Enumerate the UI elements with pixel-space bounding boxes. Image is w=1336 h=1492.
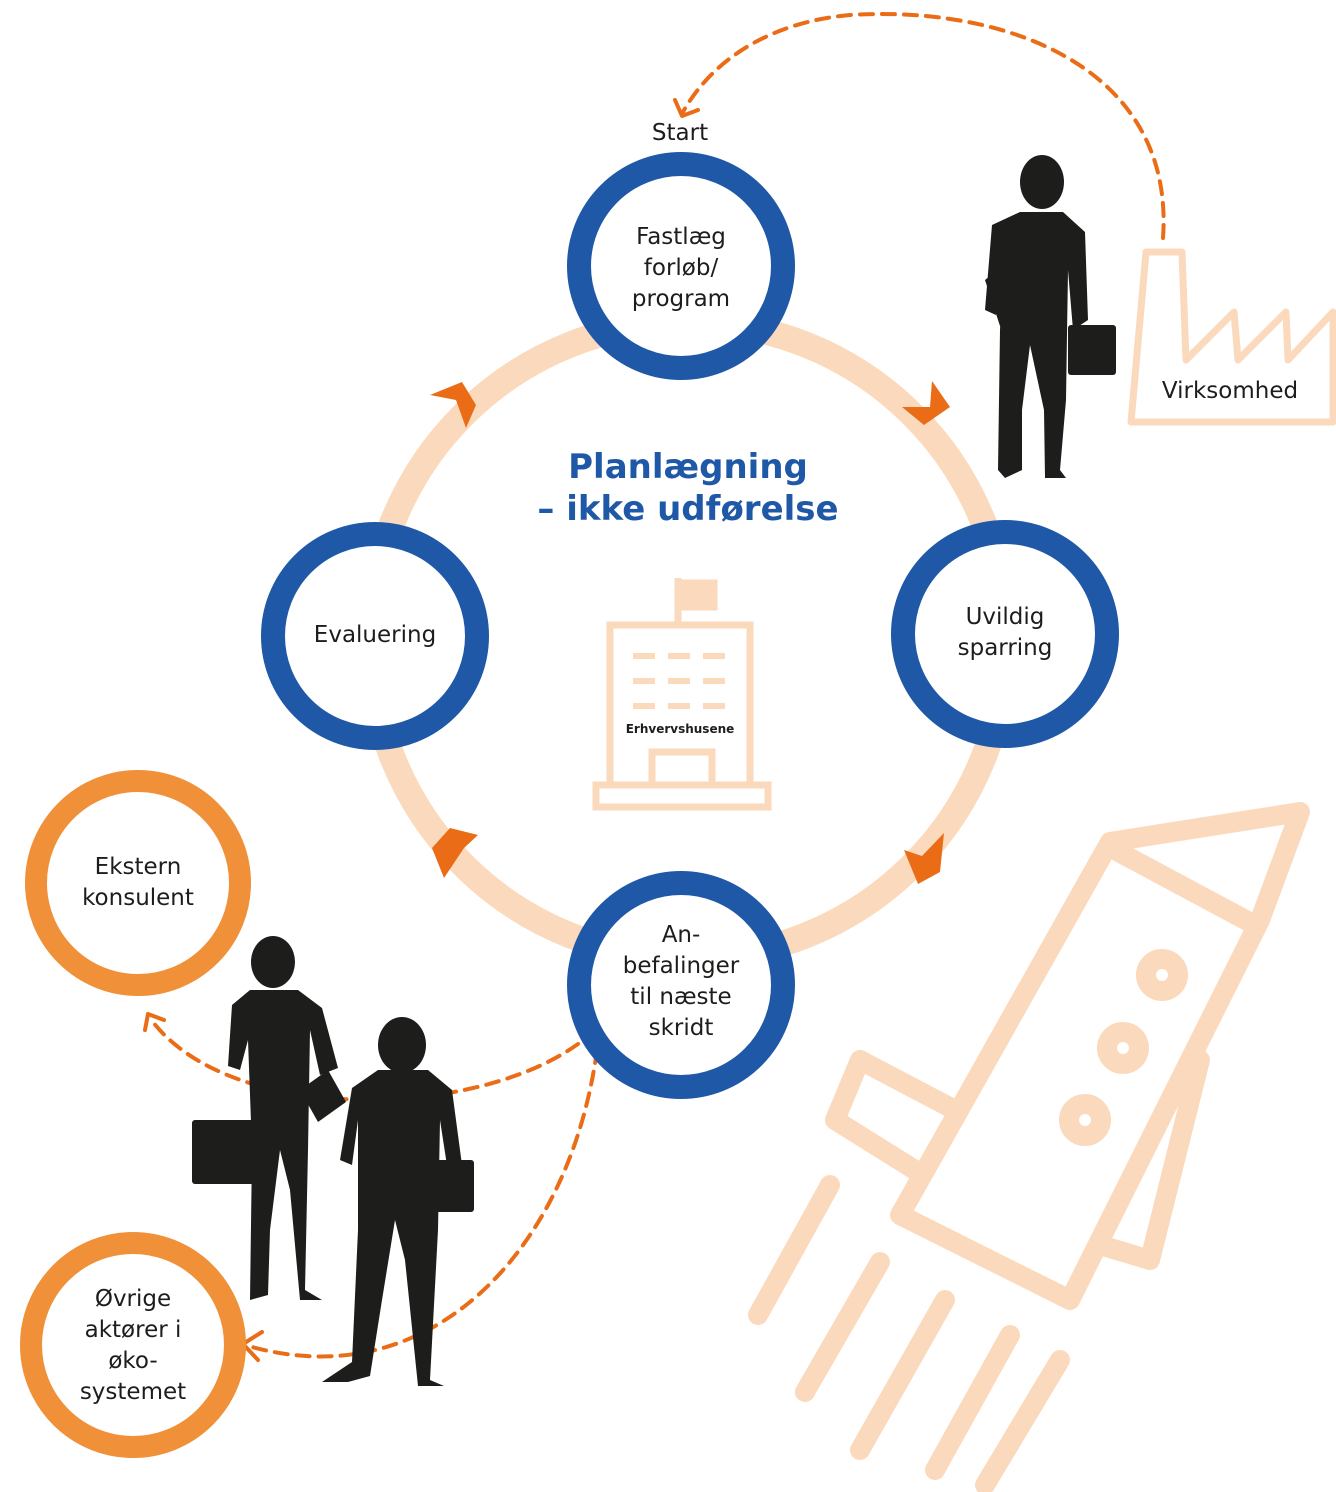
step-label-fastlaeg: Fastlæg forløb/ program (631, 224, 731, 312)
cycle-arrow-bottom-left (432, 828, 478, 878)
center-title-line-2: – ikke udførelse (537, 489, 839, 529)
rocket-icon (748, 802, 1310, 1492)
arrow-to-ovrige (243, 1048, 599, 1359)
cycle-arrow-bottom-right (904, 833, 944, 884)
step-circle-evaluering (261, 522, 489, 750)
step-circle-fastlaeg (567, 152, 795, 380)
building-windows (633, 653, 725, 709)
cycle-arrows (430, 381, 950, 884)
arrow-company-to-start (681, 12, 1166, 240)
center-title-line-1: Planlægning (568, 447, 808, 487)
cycle-arrow-top-right (902, 381, 950, 425)
start-label: Start (651, 120, 709, 146)
factory-icon (1127, 248, 1336, 426)
node-circle-ekstern (25, 770, 251, 996)
center-title: Planlægning – ikke udførelse (508, 446, 868, 530)
step-label-uvildig: Uvildig sparring (957, 604, 1053, 661)
company-label: Virksomhed (1161, 378, 1299, 404)
step-label-anbefalinger: An- befalinger til næste skridt (622, 922, 740, 1041)
step-circle-uvildig (891, 520, 1119, 748)
external-node-circles (20, 770, 251, 1458)
cycle-step-circles (261, 152, 1119, 1099)
step-label-evaluering: Evaluering (313, 622, 437, 648)
node-label-ekstern: Ekstern konsulent (82, 854, 194, 911)
person-silhouette-icon (192, 155, 1116, 1386)
node-circle-ovrige (20, 1232, 246, 1458)
step-circle-anbefalinger (567, 871, 795, 1099)
node-label-ovrige: Øvrige aktører i øko- systemet (79, 1286, 187, 1405)
building-icon (592, 578, 772, 811)
building-label: Erhvervshusene (625, 722, 735, 736)
cycle-arrow-top-left (430, 382, 476, 428)
